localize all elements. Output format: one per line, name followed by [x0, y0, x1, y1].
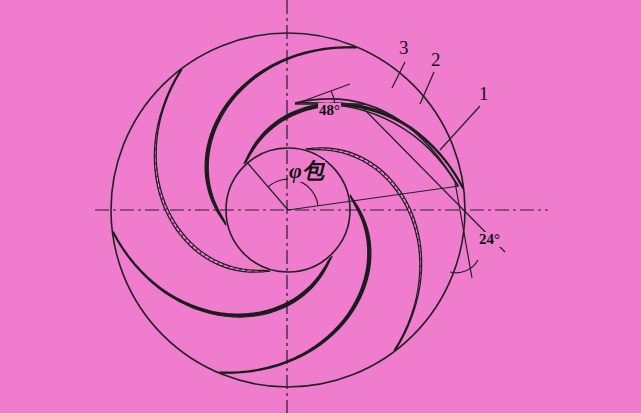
- tangent-line: [455, 182, 472, 278]
- angle-arc: [450, 260, 478, 273]
- angle-label: 24°: [478, 232, 501, 247]
- leader-line: [420, 72, 434, 104]
- impeller-blade: [154, 69, 270, 272]
- radius-line: [245, 160, 288, 210]
- center-line: [95, 209, 548, 210]
- impeller-blade: [205, 47, 357, 225]
- angle-arc: [268, 179, 318, 206]
- leader-line: [392, 62, 405, 88]
- center-line: [286, 0, 287, 413]
- callout-number: 1: [478, 84, 490, 103]
- angle-label: φ包: [288, 160, 325, 182]
- leader-line: [440, 106, 480, 150]
- tangent-line: [360, 105, 505, 252]
- callout-number: 2: [430, 50, 442, 69]
- radius-line: [288, 186, 459, 210]
- angle-line: [295, 84, 350, 104]
- outer-circle: [111, 33, 465, 387]
- impeller-blade: [219, 195, 371, 373]
- angle-label: 48°: [318, 103, 341, 118]
- callout-number: 3: [398, 38, 410, 57]
- impeller-blade: [113, 231, 332, 317]
